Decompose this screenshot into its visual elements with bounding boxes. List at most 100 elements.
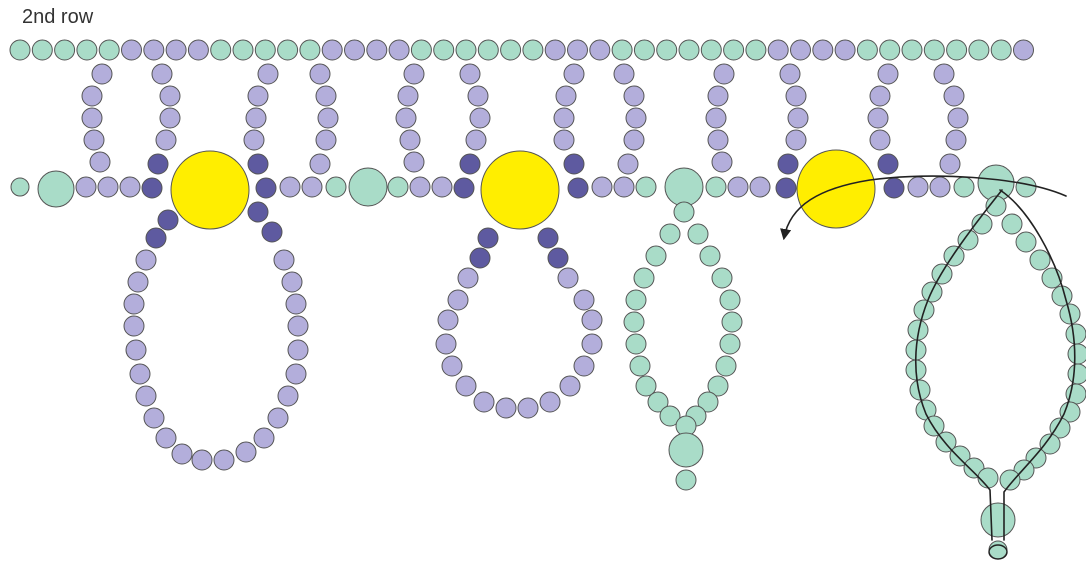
- mint-bead: [1015, 231, 1037, 253]
- lavender-bead: [125, 339, 147, 361]
- dark-purple-bead: [563, 153, 585, 175]
- mint-bead: [647, 391, 669, 413]
- mint-bead: [968, 39, 990, 61]
- mint-bead: [455, 39, 477, 61]
- lavender-bead: [344, 39, 365, 61]
- lavender-bead: [309, 153, 331, 175]
- lavender-bead: [123, 293, 145, 315]
- lavender-bead: [707, 129, 729, 151]
- lavender-bead: [247, 85, 269, 107]
- dark-purple-bead: [453, 177, 475, 199]
- mint-bead: [953, 176, 975, 198]
- lavender-bead: [437, 309, 459, 331]
- lavender-bead: [581, 309, 603, 331]
- lavender-bead: [83, 129, 105, 151]
- mint-bead: [232, 39, 254, 61]
- lavender-bead: [877, 63, 899, 85]
- lavender-bead: [591, 176, 613, 198]
- thread-left-path: [914, 189, 1003, 541]
- mint-bead: [1039, 433, 1061, 455]
- mint-bead: [210, 39, 232, 61]
- mint-bead: [707, 375, 729, 397]
- mint-bead: [980, 502, 1016, 538]
- mint-bead: [856, 39, 878, 61]
- lavender-bead: [191, 449, 213, 471]
- mint-bead: [668, 432, 704, 468]
- lavender-bead: [495, 397, 517, 419]
- lavender-bead: [945, 129, 967, 151]
- mint-bead: [433, 39, 455, 61]
- dark-purple-bead: [477, 227, 499, 249]
- lavender-bead: [315, 85, 337, 107]
- mint-bead: [387, 176, 409, 198]
- lavender-bead: [767, 39, 789, 61]
- mint-bead: [9, 39, 31, 61]
- lavender-bead: [573, 355, 595, 377]
- lavender-bead: [933, 63, 955, 85]
- lavender-bead: [711, 151, 733, 173]
- lavender-bead: [555, 85, 577, 107]
- lavender-bead: [287, 339, 309, 361]
- mint-bead: [277, 39, 299, 61]
- lavender-bead: [165, 39, 187, 61]
- mint-bead: [943, 245, 965, 267]
- mint-bead: [923, 39, 945, 61]
- lavender-bead: [869, 85, 891, 107]
- lavender-bead: [907, 176, 929, 198]
- lavender-bead: [779, 63, 801, 85]
- thread-path-layer: [780, 175, 1076, 560]
- lavender-bead: [457, 267, 479, 289]
- mint-bead: [633, 39, 655, 61]
- yellow-bead: [796, 149, 876, 229]
- lavender-bead: [143, 407, 165, 429]
- dark-purple-bead: [147, 153, 169, 175]
- lavender-bead: [317, 107, 339, 129]
- lavender-bead: [89, 151, 111, 173]
- mint-bead: [254, 39, 276, 61]
- lavender-bead: [285, 293, 307, 315]
- lavender-bead: [713, 63, 735, 85]
- mint-bead: [623, 311, 645, 333]
- mint-bead: [54, 39, 76, 61]
- lavender-bead: [573, 289, 595, 311]
- mint-bead: [901, 39, 923, 61]
- lavender-bead: [409, 176, 431, 198]
- mint-bead: [678, 39, 700, 61]
- lavender-bead: [287, 315, 309, 337]
- mint-bead: [1065, 323, 1086, 345]
- dark-purple-bead: [459, 153, 481, 175]
- lavender-bead: [321, 39, 343, 61]
- lavender-bead: [617, 153, 639, 175]
- mint-bead: [325, 176, 347, 198]
- mint-bead: [957, 229, 979, 251]
- dark-purple-bead: [141, 177, 163, 199]
- lavender-bead: [939, 153, 961, 175]
- lavender-bead: [171, 443, 193, 465]
- mint-bead: [687, 223, 709, 245]
- lavender-bead: [834, 39, 856, 61]
- lavender-bead: [135, 385, 157, 407]
- lavender-bead: [119, 176, 141, 198]
- lavender-bead: [366, 39, 388, 61]
- lavender-bead: [625, 107, 647, 129]
- mint-bead: [299, 39, 321, 61]
- lavender-bead: [155, 129, 177, 151]
- lavender-bead: [539, 391, 561, 413]
- dark-purple-bead: [255, 177, 277, 199]
- mint-bead: [1059, 401, 1081, 423]
- lavender-bead: [943, 85, 965, 107]
- mint-bead: [348, 167, 388, 207]
- mint-bead: [1049, 417, 1071, 439]
- mint-bead: [946, 39, 968, 61]
- lavender-bead: [245, 107, 267, 129]
- mint-bead: [999, 469, 1021, 491]
- lavender-bead: [559, 375, 581, 397]
- mint-bead: [673, 201, 695, 223]
- dark-purple-bead: [775, 177, 797, 199]
- lavender-bead: [544, 39, 566, 61]
- mint-bead: [745, 39, 767, 61]
- dark-purple-bead: [547, 247, 569, 269]
- lavender-bead: [267, 407, 289, 429]
- lavender-bead: [553, 129, 575, 151]
- lavender-bead: [581, 333, 603, 355]
